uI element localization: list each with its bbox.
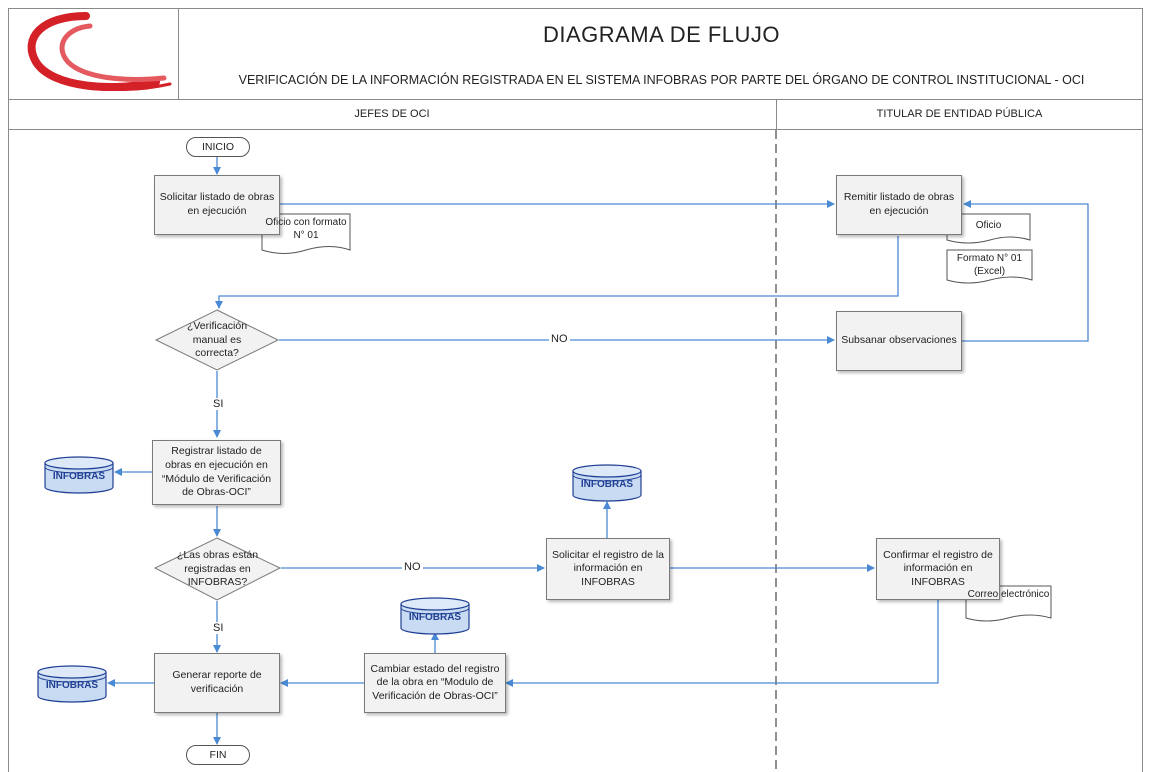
database-infobras-2: INFOBRAS (572, 463, 642, 503)
edge-subsanar-remitir (962, 200, 1089, 342)
end-terminal: FIN (186, 745, 250, 765)
decision-diamond-verificacion (154, 309, 280, 371)
doc-formato-excel: Formato N° 01 (Excel) (947, 250, 1032, 280)
doc-oficio-formato-text: Oficio con formato N° 01 (265, 217, 347, 241)
decision-registradas-text: ¿Las obras están registradas en INFOBRAS… (176, 549, 259, 589)
logo-outer-arc (27, 12, 160, 92)
process-subsanar: Subsanar observaciones (836, 311, 962, 371)
process-remitir-listado: Remitir listado de obras en ejecución (836, 175, 962, 235)
doc-oficio-formato: Oficio con formato N° 01 (262, 214, 350, 250)
logo-inner-arc (59, 23, 167, 82)
edge-remitir-decision (215, 236, 899, 309)
label-no-registradas: NO (402, 561, 423, 573)
decision-verificacion-text: ¿Verificación manual es correcta? (186, 320, 248, 360)
label-si-verificacion: SI (211, 398, 226, 410)
doc-oficio-text: Oficio (975, 220, 1002, 231)
process-cambiar-estado: Cambiar estado del registro de la obra e… (364, 653, 506, 713)
doc-shape-oficio (946, 213, 1031, 244)
lane-jefes-oci: JEFES DE OCI (354, 108, 430, 120)
doc-oficio: Oficio (947, 214, 1030, 240)
process-confirmar-registro: Confirmar el registro de información en … (876, 538, 1000, 600)
label-no-verificacion: NO (549, 333, 570, 345)
database-infobras-4-label: INFOBRAS (45, 680, 99, 691)
doc-correo: Correo electrónico (966, 586, 1051, 618)
decision-diamond-registradas (153, 537, 282, 601)
diagram-frame (8, 8, 1143, 772)
start-terminal: INICIO (186, 137, 250, 157)
page-title: DIAGRAMA DE FLUJO (542, 22, 781, 47)
doc-shape-oficio-formato (261, 213, 351, 254)
database-infobras-4: INFOBRAS (37, 664, 107, 704)
lane-header-line (8, 129, 1143, 130)
page-subtitle: VERIFICACIÓN DE LA INFORMACIÓN REGISTRAD… (238, 73, 1085, 87)
lane-header-divider (776, 99, 777, 129)
oci-logo (27, 12, 172, 92)
doc-correo-text: Correo electrónico (967, 589, 1050, 600)
process-solicitar-listado: Solicitar listado de obras en ejecución (154, 175, 280, 235)
process-generar-reporte: Generar reporte de verificación (154, 653, 280, 713)
process-registrar-listado: Registrar listado de obras en ejecución … (152, 440, 281, 505)
database-icon (572, 464, 642, 502)
database-infobras-1-label: INFOBRAS (52, 471, 106, 482)
database-infobras-2-label: INFOBRAS (580, 479, 634, 490)
doc-shape-formato-excel (946, 249, 1033, 284)
database-icon (400, 597, 470, 635)
database-infobras-1: INFOBRAS (44, 455, 114, 495)
label-si-registradas: SI (211, 622, 226, 634)
header-divider (178, 8, 179, 99)
database-icon (44, 456, 114, 494)
edge-confirmar-cambiar (505, 600, 939, 687)
doc-formato-excel-text: Formato N° 01 (Excel) (956, 253, 1023, 277)
database-infobras-3-label: INFOBRAS (408, 612, 462, 623)
process-solicitar-registro: Solicitar el registro de la información … (546, 538, 670, 600)
header-bottom-line (8, 99, 1143, 100)
database-infobras-3: INFOBRAS (400, 596, 470, 636)
lane-titular-entidad: TITULAR DE ENTIDAD PÚBLICA (876, 108, 1043, 120)
database-icon (37, 665, 107, 703)
logo-swoosh (42, 68, 172, 91)
